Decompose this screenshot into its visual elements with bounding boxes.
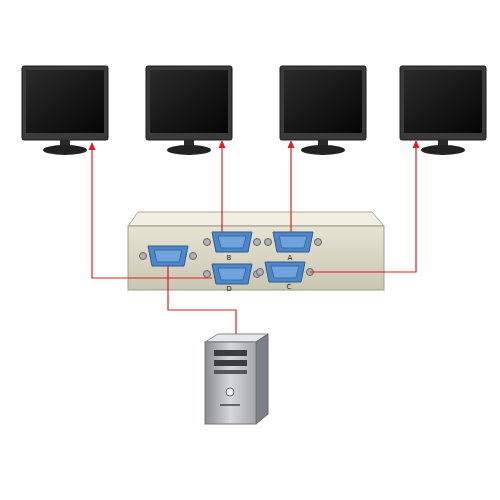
port-letter: D: [226, 286, 231, 293]
port-letter: A: [288, 255, 293, 262]
port-letter: B: [227, 255, 232, 262]
port-letter: C: [287, 284, 292, 291]
